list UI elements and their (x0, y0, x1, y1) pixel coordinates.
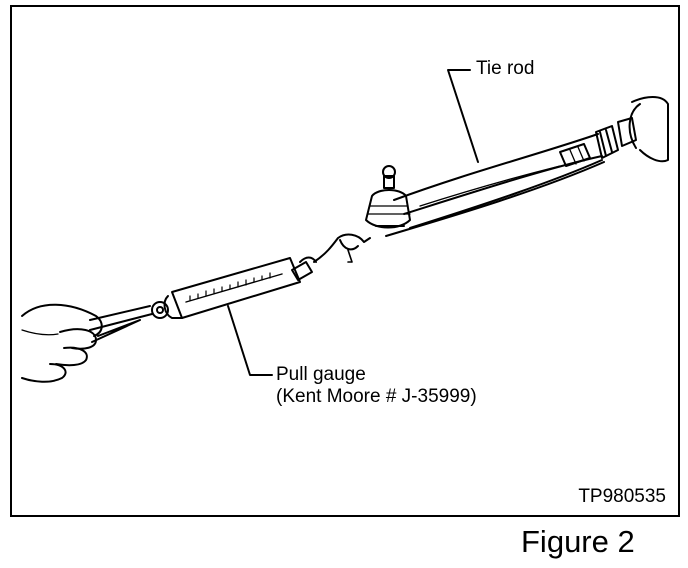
pull-gauge (151, 257, 301, 319)
hand-with-pliers (21, 303, 153, 383)
ball-joint (365, 165, 411, 229)
tie-rod-label: Tie rod (476, 58, 535, 79)
figure-caption: Figure 2 (521, 524, 635, 559)
figure-frame (10, 5, 680, 517)
tool-number: (Kent Moore # J-35999) (276, 386, 477, 407)
gauge-hook (291, 233, 371, 281)
pull-gauge-name: Pull gauge (276, 364, 366, 385)
tie-rod (385, 133, 605, 237)
figure-code: TP980535 (578, 486, 666, 507)
pull-gauge-label: Pull gauge (Kent Moore # J-35999) (276, 364, 477, 408)
pull-gauge-leader (227, 305, 273, 376)
tie-rod-leader (447, 69, 479, 163)
tie-rod-mount (595, 96, 669, 163)
